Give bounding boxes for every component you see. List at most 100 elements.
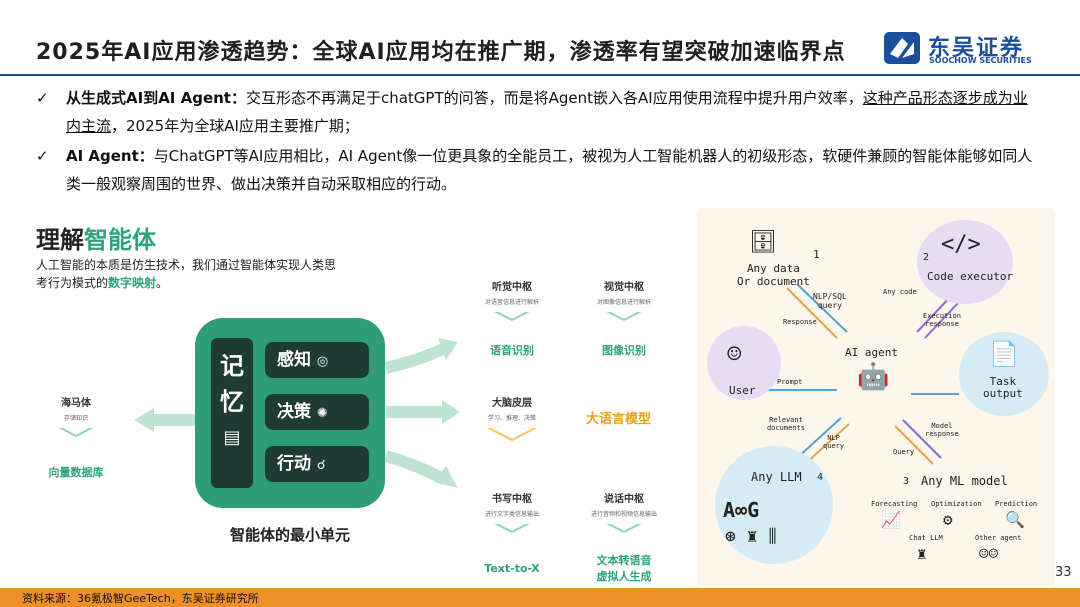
source-text: 资料来源：36氪极智GeeTech，东吴证券研究所	[22, 592, 259, 605]
intro-end: 。	[156, 276, 169, 290]
check-icon: ✓	[36, 147, 49, 165]
any-ml-label: Any ML model	[921, 474, 1008, 488]
memory-block: 记 忆 ▤	[211, 338, 253, 488]
people-icon: ☺☺	[979, 544, 999, 563]
intro-highlight: 数字映射	[108, 276, 157, 290]
ml-item: Optimization	[931, 500, 982, 508]
decision-pill: 决策 ✺	[265, 394, 369, 430]
model-response-label: Model response	[925, 422, 959, 438]
task-output-label: Task output	[983, 375, 1023, 400]
task-output-bubble	[959, 332, 1049, 416]
check-icon: ✓	[36, 89, 49, 107]
relevant-docs-label: Relevant documents	[767, 416, 805, 432]
execution-response-label: Execution response	[923, 312, 961, 328]
diagram-heading: 理解智能体	[36, 220, 156, 255]
card-sub: 进行音频和视频信息输出	[590, 511, 657, 518]
step-badge-4: 4	[817, 472, 824, 483]
gear-icon: ⚙	[943, 510, 953, 529]
pill-label: 行动	[277, 454, 311, 474]
llm-label: 大语言模型	[586, 412, 652, 427]
code-icon: </>	[941, 232, 981, 257]
bullet-heading: 从生成式AI到AI Agent：	[66, 89, 246, 107]
code-executor-bubble	[917, 220, 1013, 304]
robot-small-icon: ♜	[917, 544, 927, 563]
user-icon: ☺	[727, 340, 742, 368]
code-executor-label: Code executor	[927, 270, 1014, 283]
chart-icon: 📈	[881, 510, 901, 529]
robot-icon: 🤖	[857, 362, 890, 392]
card-title: 视觉中枢	[604, 282, 644, 293]
speaking-card: 说话中枢 进行音频和视频信息输出	[578, 484, 670, 524]
nlp-sql-label: NLP/SQL query	[813, 292, 847, 310]
card-caption: 向量数据库	[48, 466, 104, 479]
query-label: Query	[893, 448, 915, 456]
bullet-list: ✓ 从生成式AI到AI Agent：交互形态不再满足于chatGPT的问答，而是…	[36, 84, 1036, 200]
eye-ear-icon: ◎	[316, 354, 329, 369]
step-badge-2: 2	[923, 252, 930, 263]
agent-core-unit: 记 忆 ▤ 感知 ◎ 决策 ✺ 行动 ☌	[195, 318, 385, 508]
agent-understanding-diagram: 理解智能体 人工智能的本质是仿生技术，我们通过智能体实现人类思考行为模式的数字映…	[30, 220, 690, 590]
page-title: 2025年AI应用渗透趋势：全球AI应用均在推广期，渗透率有望突破加速临界点	[36, 40, 846, 65]
card-title: 大脑皮层	[492, 398, 532, 409]
user-bubble	[707, 326, 781, 400]
any-llm-label: Any LLM	[751, 470, 802, 484]
logo-subtext: SOOCHOW SECURITIES	[929, 56, 1032, 65]
step-badge-3: 3	[903, 476, 910, 487]
logo-text: 东吴证券	[928, 36, 1025, 61]
motion-icon: ☌	[316, 458, 326, 473]
soochow-logo-icon	[884, 32, 920, 64]
card-sub: 存储知识	[63, 415, 88, 422]
action-pill: 行动 ☌	[265, 446, 369, 482]
bullet-item: ✓ 从生成式AI到AI Agent：交互形态不再满足于chatGPT的问答，而是…	[36, 84, 1036, 140]
bullet-text: 与ChatGPT等AI应用相比，AI Agent像一位更具象的全能员工，被视为人…	[66, 147, 1033, 193]
card-title: 书写中枢	[492, 494, 532, 505]
pill-label: 决策	[277, 402, 311, 422]
hippocampus-card: 海马体 存储知识	[30, 388, 122, 428]
auditory-card: 听觉中枢 对语音信息进行解析	[466, 272, 558, 312]
prompt-label: Prompt	[777, 378, 803, 386]
any-code-label: Any code	[883, 288, 917, 296]
response-label: Response	[783, 318, 817, 326]
intro-text: 人工智能的本质是仿生技术，我们通过智能体实现人类思考行为模式的	[36, 258, 337, 290]
nlp-query-label: NLP query	[823, 434, 845, 450]
agent-flow-arrows	[765, 283, 960, 465]
card-title: 海马体	[61, 398, 91, 409]
memory-char: 忆	[220, 388, 244, 416]
bullet-tail: ，2025年为全球AI应用主要推广期；	[111, 117, 359, 135]
user-label: User	[729, 384, 756, 397]
document-icon: 📄	[989, 340, 1019, 368]
heading-part: 理解	[36, 226, 84, 254]
core-caption: 智能体的最小单元	[229, 526, 350, 544]
company-logo: 东吴证券 SOOCHOW SECURITIES	[884, 30, 1064, 70]
source-footer: 资料来源：36氪极智GeeTech，东吴证券研究所	[0, 588, 1080, 607]
card-sub: 对图像信息进行解析	[596, 299, 651, 306]
bullet-underline: 这种产品形态逐步成为业内主流	[66, 89, 1028, 135]
card-caption: Text-to-X	[484, 562, 540, 575]
card-sub: 对语音信息进行解析	[484, 299, 539, 306]
llm-logos-icon: A∞G	[723, 498, 760, 522]
card-caption: 文本转语音 虚拟人生成	[596, 554, 652, 583]
any-data-label: Any data Or document	[737, 262, 810, 288]
card-title: 听觉中枢	[492, 282, 532, 293]
card-sub: 进行文字类信息输出	[484, 511, 539, 518]
ai-agent-label: AI agent	[845, 346, 898, 359]
ml-item: Prediction	[995, 500, 1038, 508]
bullet-heading: AI Agent：	[66, 147, 154, 165]
llm-logos-row2-icon: ⊛ ♜ ⫼	[725, 526, 777, 547]
ai-agent-diagram: 🗄 1 Any data Or document </> 2 Code exec…	[697, 208, 1055, 586]
memory-char: 记	[220, 352, 244, 380]
header-divider	[0, 74, 1080, 76]
cortex-card: 大脑皮层 学习、推理、决策	[466, 388, 558, 428]
visual-card: 视觉中枢 对图像信息进行解析	[578, 272, 670, 312]
ml-item: Forecasting	[871, 500, 918, 508]
card-sub: 学习、推理、决策	[487, 415, 536, 422]
pill-label: 感知	[277, 350, 311, 370]
card-caption: 语音识别	[490, 344, 534, 357]
page-number: 33	[1055, 565, 1072, 580]
heading-highlight: 智能体	[84, 226, 156, 254]
writing-card: 书写中枢 进行文字类信息输出	[466, 484, 558, 524]
bullet-text: 交互形态不再满足于chatGPT的问答，而是将Agent嵌入各AI应用使用流程中…	[245, 89, 863, 107]
diagram-intro: 人工智能的本质是仿生技术，我们通过智能体实现人类思考行为模式的数字映射。	[36, 256, 336, 292]
storage-icon: ▤	[223, 427, 241, 448]
card-title: 说话中枢	[604, 494, 644, 505]
